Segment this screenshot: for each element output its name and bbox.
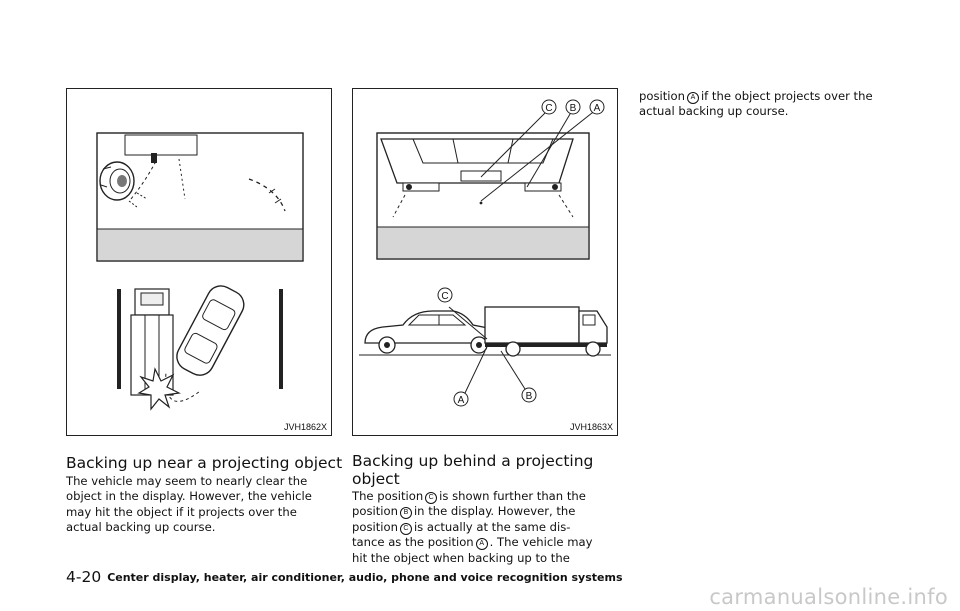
figure-projecting-object: JVH1862X xyxy=(66,88,332,436)
figure-behind-object: C B A C A xyxy=(352,88,618,436)
text: hit the object when backing up to the xyxy=(352,550,570,565)
top-view-parking xyxy=(117,285,283,411)
circled-label-b: B xyxy=(399,507,412,520)
label-c: C xyxy=(545,103,552,114)
circled-label-a: A xyxy=(686,92,699,104)
text: in the display. However, the xyxy=(413,504,576,519)
circled-label-c: C xyxy=(425,492,438,504)
section-heading-behind: Backing up behind a projecting object xyxy=(352,452,593,488)
page-footer: 4-20 Center display, heater, air conditio… xyxy=(66,568,623,586)
text: tance as the position xyxy=(352,535,474,550)
side-view-scene: C A B xyxy=(359,287,611,407)
text: The position xyxy=(352,489,424,503)
text: if the object projects over the xyxy=(700,89,873,103)
text: position xyxy=(352,504,398,519)
section-heading-projecting: Backing up near a projecting object xyxy=(66,454,343,472)
label-a: A xyxy=(594,103,601,114)
circled-label-a: A xyxy=(475,538,488,551)
chapter-title: Center display, heater, air conditioner,… xyxy=(107,571,623,584)
label-c-side: C xyxy=(441,291,448,302)
text: is shown further than the xyxy=(439,489,586,503)
text: . The vehicle may xyxy=(489,535,593,550)
heading-line: Backing up behind a projecting xyxy=(352,452,594,470)
text: actual backing up course. xyxy=(639,104,789,119)
figure-code: JVH1862X xyxy=(283,422,327,432)
body-line: The vehicle may seem to nearly clear the xyxy=(66,474,308,488)
figure-code: JVH1863X xyxy=(569,422,613,432)
label-b-side: B xyxy=(526,391,533,402)
label-b: B xyxy=(570,103,577,114)
text: position xyxy=(639,89,685,103)
illustration-projecting-object xyxy=(96,132,304,411)
text: position xyxy=(352,519,398,534)
camera-display-view: C B A xyxy=(376,99,605,260)
body-line: may hit the object if it projects over t… xyxy=(66,504,297,519)
page-number: 4-20 xyxy=(66,568,102,586)
circled-label-c: C xyxy=(399,522,412,535)
camera-display-view xyxy=(96,132,304,262)
illustration-behind-object: C B A C A xyxy=(359,99,611,407)
text: is actually at the same dis- xyxy=(413,519,571,534)
body-line: actual backing up course. xyxy=(66,520,216,535)
section-body-projecting: The vehicle may seem to nearly clear the… xyxy=(66,474,332,536)
label-a-side: A xyxy=(458,395,465,406)
impact-burst xyxy=(137,367,181,411)
body-line: object in the display. However, the vehi… xyxy=(66,489,312,504)
watermark: carmanualsonline.info xyxy=(709,585,948,609)
heading-line: object xyxy=(352,470,400,488)
